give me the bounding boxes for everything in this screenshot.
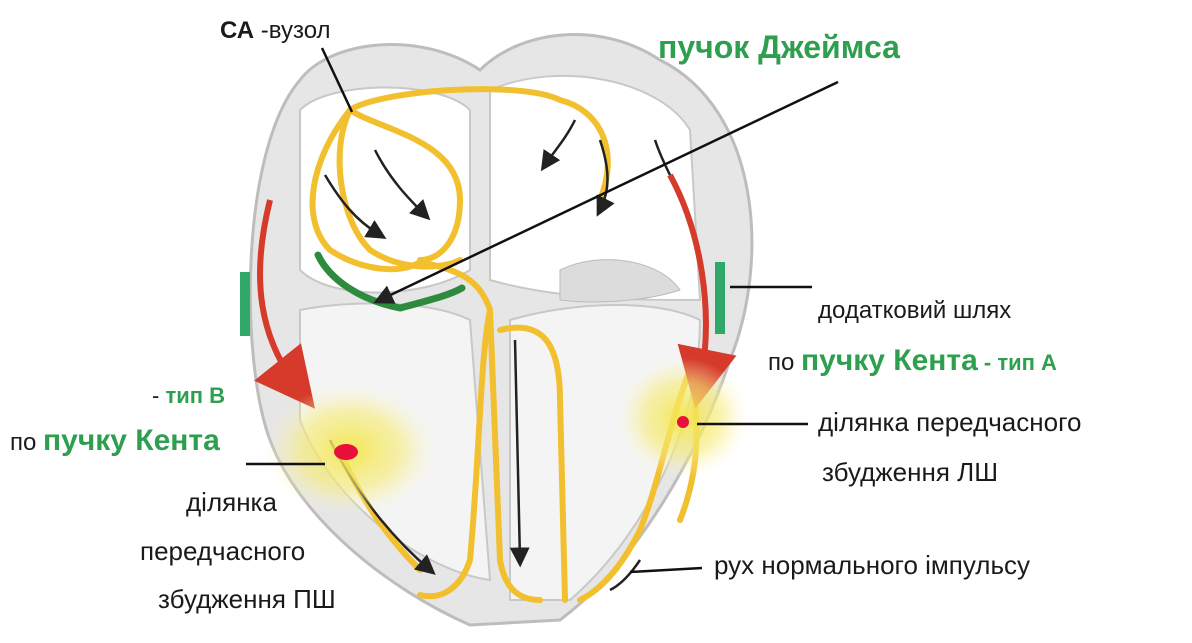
kent-b-bundle-label: по пучку Кента [10,424,220,457]
focus-core-rv [334,444,358,460]
sa-node-suffix: -вузол [254,17,330,44]
rv-focus-label-line2: передчасного [140,537,305,566]
kent-a-type: - тип А [978,350,1057,375]
kent-b-dash: - [152,383,165,408]
kent-bundle-marker-left [715,262,725,334]
rv-focus-label-line3: збудження ПШ [158,585,336,614]
kent-bundle-marker-right [240,272,250,336]
accessory-pathway-label: додатковий шлях [818,298,1011,324]
kent-b-name: пучку Кента [43,424,220,457]
james-bundle-label: пучок Джеймса [658,30,900,65]
lv-focus-label-line2: збудження ЛШ [822,458,998,487]
kent-type-b-label: - тип В [152,384,225,408]
focus-core-lv [677,416,689,428]
kent-b-type: тип В [165,383,225,408]
rv-focus-label-line1: ділянка [186,488,277,517]
kent-b-prefix: по [10,429,43,456]
sa-node-abbr: СА [220,17,254,44]
kent-a-name: пучку Кента [801,344,978,377]
normal-impulse-label: рух нормального імпульсу [714,551,1030,580]
lv-focus-label-line1: ділянка передчасного [818,408,1081,437]
kent-type-a-label: по пучку Кента - тип А [768,344,1057,377]
kent-a-prefix: по [768,349,801,376]
sa-node-label: СА -вузол [220,18,331,44]
